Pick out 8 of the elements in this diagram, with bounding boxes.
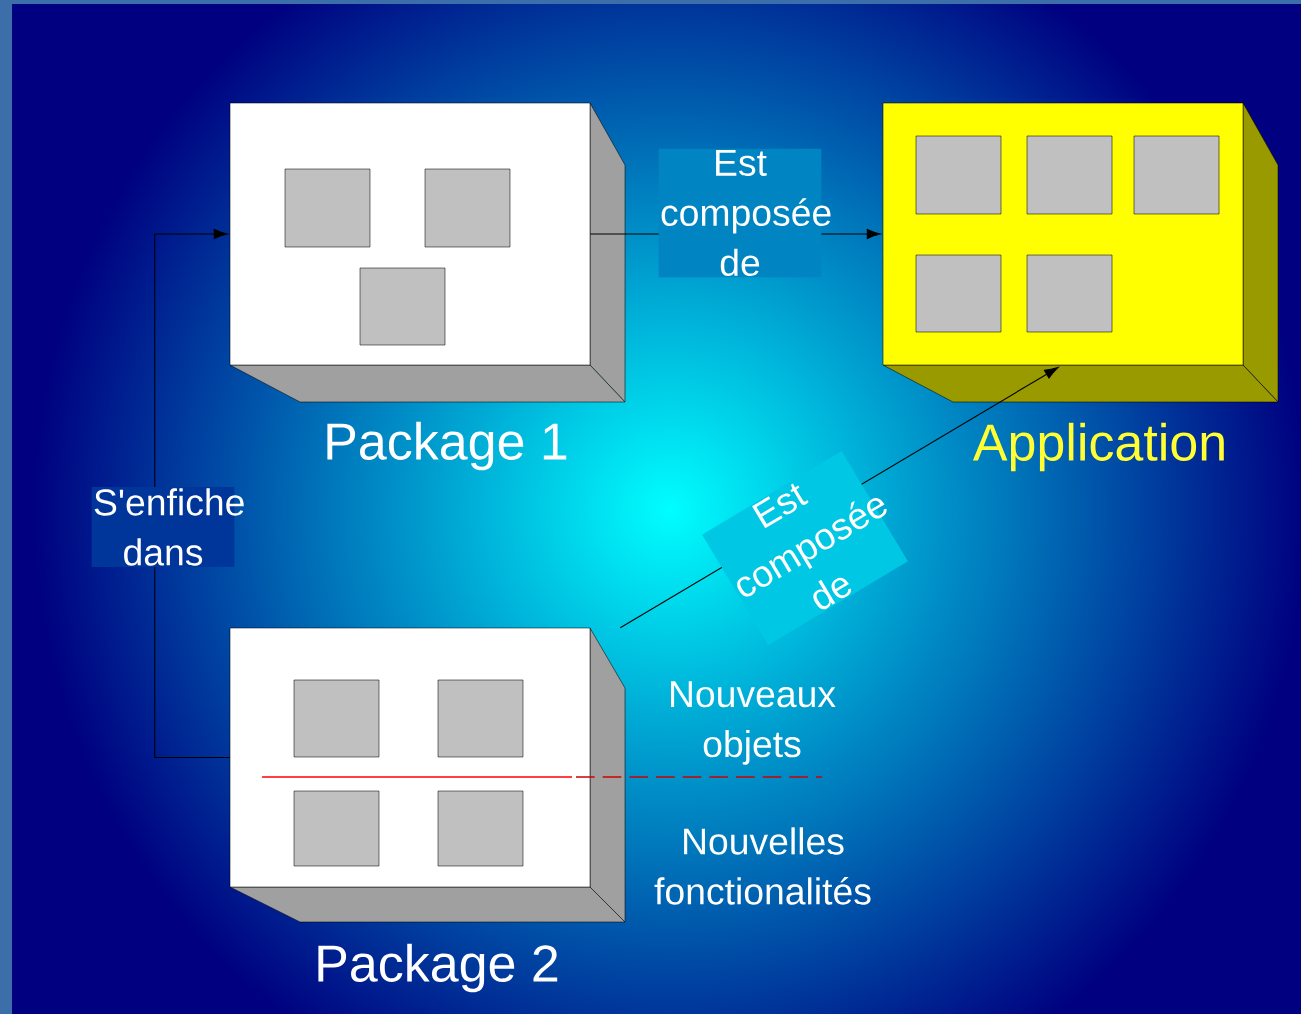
arrow bbox=[154, 229, 231, 759]
node-title: Package 1 bbox=[327, 421, 567, 471]
edge-label: S'enfiche dans bbox=[91, 486, 244, 568]
node-title: Application bbox=[972, 422, 1224, 472]
node-title: Package 2 bbox=[318, 943, 558, 993]
side-note: Nouveaux objets bbox=[671, 681, 836, 765]
side-note: Nouvelles fonctionalités bbox=[654, 827, 871, 905]
edge-label: Est composée de bbox=[658, 148, 831, 278]
